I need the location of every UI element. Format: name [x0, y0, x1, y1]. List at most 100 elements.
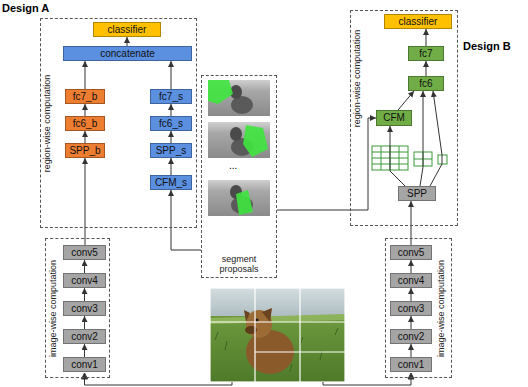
region-label: image-wise computation	[436, 259, 447, 356]
dashed-region: image-wise computation conv5 conv4 conv3 con…	[45, 238, 110, 378]
connector-arrow	[171, 131, 172, 143]
input-wire-part	[408, 373, 414, 379]
region-label: region-wise computation	[43, 74, 54, 172]
layer-box: conv1	[390, 357, 432, 372]
input-wire	[82, 373, 415, 385]
layer-box: fc7	[408, 46, 444, 61]
input-photo-part	[299, 288, 300, 382]
region-label: image-wise computation	[49, 259, 60, 356]
design-label: Design A	[2, 2, 49, 14]
input-photo-part	[262, 308, 272, 322]
segment-thumbnail-part	[208, 80, 270, 116]
box-label: conv5	[398, 247, 425, 259]
connector-arrow	[84, 260, 85, 273]
box-label: SPP_s	[156, 145, 187, 157]
box-label: conv1	[71, 359, 98, 371]
layer-box: fc6_b	[65, 116, 105, 131]
input-photo-part	[210, 314, 345, 324]
segment-thumbnail	[208, 122, 270, 158]
box-label: fc7_s	[159, 91, 183, 103]
connector-arrow	[411, 288, 412, 301]
layer-box: conv3	[63, 301, 106, 316]
layer-box: fc6_s	[150, 116, 192, 131]
layer-box: fc6	[408, 76, 444, 91]
box-label: classifier	[108, 24, 147, 36]
connector-arrow	[85, 158, 86, 245]
connector-arrow	[426, 29, 427, 46]
layer-box: concatenate	[63, 46, 192, 61]
box-label: conv5	[71, 247, 98, 259]
ellipsis-mark: ...	[229, 160, 237, 171]
layer-box: conv4	[390, 273, 432, 288]
dashed-region: region-wise computation classifier fc7 fc6C…	[350, 10, 458, 226]
input-wire-part	[323, 378, 411, 385]
design-label: Design B	[463, 40, 511, 52]
layer-box: CFM_s	[150, 175, 192, 190]
segment-thumbnail-part	[243, 125, 268, 157]
layer-box: fc7_b	[65, 89, 105, 104]
layer-box: conv3	[390, 301, 432, 316]
panel-label: segment proposals	[204, 254, 274, 274]
input-wire-part	[85, 378, 233, 385]
segment-thumbnail	[208, 80, 270, 116]
layer-box: CFM	[376, 110, 412, 126]
input-photo-part	[210, 288, 345, 382]
layer-box: SPP_s	[150, 143, 192, 158]
box-label: CFM	[383, 112, 405, 124]
connector-arrow	[420, 91, 423, 186]
segment-thumbnail-part	[208, 80, 233, 104]
classifier-box: classifier	[93, 22, 161, 37]
input-photo	[210, 288, 345, 382]
box-label: conv4	[398, 275, 425, 287]
proposal-panel: segment proposals	[201, 75, 277, 278]
connector-arrow	[84, 288, 85, 301]
connector-arrow	[85, 61, 86, 89]
input-photo-part	[244, 310, 250, 322]
input-photo-part	[254, 288, 255, 382]
layer-box: conv5	[390, 245, 432, 260]
box-label: conv1	[398, 359, 425, 371]
segment-thumbnail-part	[208, 122, 270, 158]
connector-arrow	[390, 126, 405, 186]
layer-box: conv5	[63, 245, 106, 260]
connector-arrow	[171, 104, 172, 116]
connector-arrow	[411, 316, 412, 329]
layer-box: fc7_s	[150, 89, 192, 104]
connector-arrow	[398, 91, 414, 110]
connector-arrow	[426, 61, 427, 76]
layer-box: SPP_b	[65, 143, 105, 158]
box-label: conv3	[398, 303, 425, 315]
dashed-region: region-wise computation classifier concate…	[40, 18, 197, 228]
box-label: fc6_b	[73, 118, 97, 130]
box-label: classifier	[399, 16, 438, 28]
layer-box: conv2	[390, 329, 432, 344]
input-photo-part	[255, 352, 345, 353]
box-label: concatenate	[100, 48, 155, 60]
region-label: region-wise computation	[353, 29, 364, 127]
dashed-region: image-wise computation conv5 conv4 conv3 con…	[385, 238, 452, 378]
box-label: fc6_s	[159, 118, 183, 130]
segment-thumbnail-part	[208, 180, 270, 216]
connector-arrow	[85, 104, 86, 116]
box-label: conv2	[398, 331, 425, 343]
input-photo-part	[210, 288, 345, 316]
layer-box: SPP	[398, 186, 436, 201]
layer-box: conv1	[63, 357, 106, 372]
segment-thumbnail-part	[230, 127, 242, 141]
box-label: conv3	[71, 303, 98, 315]
pyramid-grid	[372, 146, 447, 170]
connector-arrow	[411, 344, 412, 357]
connector-arrow	[411, 260, 412, 273]
connector-arrow	[171, 61, 172, 89]
box-label: conv4	[71, 275, 98, 287]
connector-arrow	[84, 316, 85, 329]
segment-thumbnail-part	[236, 190, 253, 215]
box-label: fc6	[419, 78, 432, 90]
input-wire-part	[82, 373, 88, 379]
box-label: fc7_b	[73, 91, 97, 103]
box-label: fc7	[419, 48, 432, 60]
box-label: conv2	[71, 331, 98, 343]
connector-arrow	[430, 91, 442, 186]
connector-arrow	[84, 344, 85, 357]
layer-box: conv2	[63, 329, 106, 344]
